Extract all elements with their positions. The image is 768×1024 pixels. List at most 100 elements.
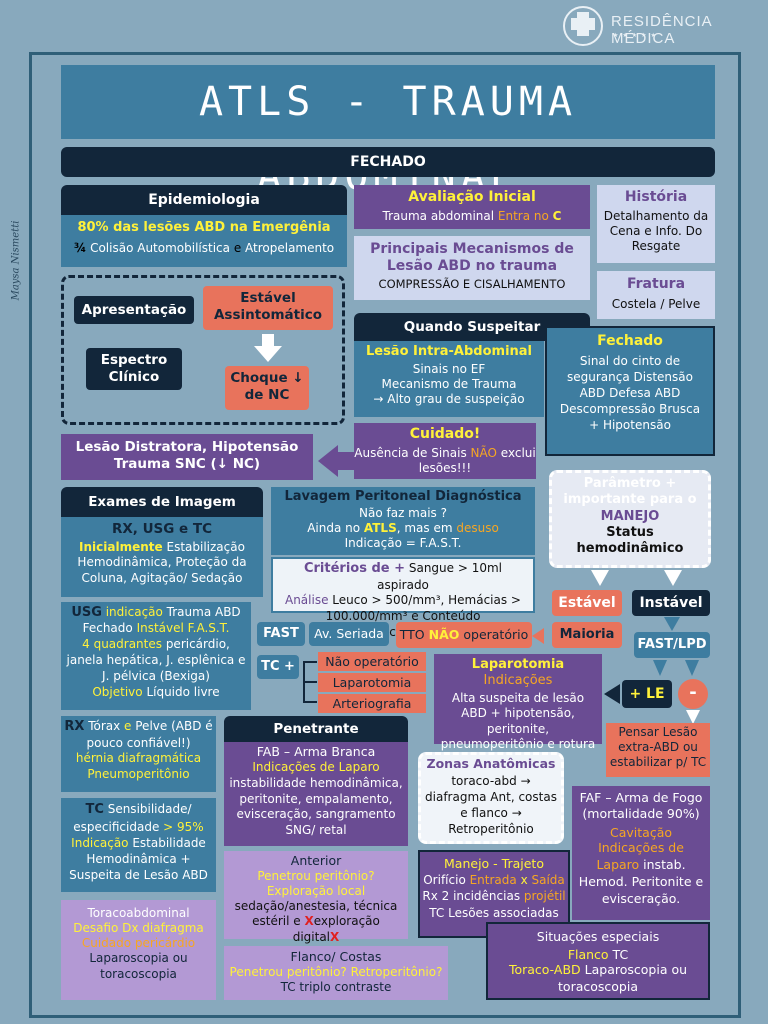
flanco-t1: Penetrou peritônio? Retroperitônio? (229, 964, 443, 979)
laparotomia-title: Laparotomia Indicações (438, 657, 598, 690)
historia-text: Detalhamento da Cena e Info. Do Resgate (603, 208, 709, 253)
lavagem-box: Lavagem Peritoneal Diagnóstica Não faz m… (271, 487, 535, 555)
flanco-t2: TC triplo contraste (280, 979, 392, 994)
situacoes-box: Situações especiais Flanco TC Toraco-ABD… (486, 922, 710, 1000)
lavagem-l2a: Ainda no (307, 521, 364, 536)
arrow-down-icon-instavel (664, 570, 682, 586)
tto-t1: TTO (399, 627, 429, 642)
lavagem-l2c: , mas em (396, 521, 457, 536)
tto-t2: NÃO (428, 627, 460, 642)
arrow-down-icon-head (254, 346, 282, 362)
arrow-left-icon (318, 445, 338, 477)
situacoes-l2: Toraco-ABD Laparoscopia ou toracoscopia (488, 962, 708, 996)
logo-stars: ★★★★★ (613, 32, 660, 39)
page-title: ATLS - TRAUMA ABDOMINAL (61, 65, 715, 199)
situacoes-l1: Flanco TC (488, 947, 708, 963)
exames-t2: Estabilização Hemodinâmica, Proteção da … (77, 539, 247, 586)
logo-circle (563, 6, 603, 46)
penetrante-header: Penetrante (224, 716, 408, 742)
tc-t3: > 95% (163, 819, 204, 834)
tc-plus-box: TC + (257, 655, 299, 679)
avaliacao-t1: Trauma abdominal (382, 208, 498, 223)
manejo-t3: x (516, 872, 532, 887)
anterior-t3: sedação/anestesia, técnica estéril e (234, 898, 398, 929)
logo-text: RESIDÊNCIA MÉDICA (611, 13, 712, 47)
situacoes-t4: Laparoscopia ou toracoscopia (558, 962, 688, 995)
distratora-box: Lesão Distratora, Hipotensão Trauma SNC … (61, 434, 313, 480)
fratura-text: Costela / Pelve (611, 296, 701, 311)
cuidado-t3: exclui lesões!!! (418, 445, 536, 475)
rx-t6: hérnia diafragmática (75, 751, 202, 766)
epi-text-a: Colisão Automobilística (86, 241, 234, 256)
zonas-text: toraco-abd → diafragma Ant, costas e fla… (425, 773, 557, 837)
faf-t3: instab. Hemod. Peritonite e evisceração. (578, 857, 704, 906)
manejo-t4: Saída (531, 872, 565, 887)
fast-box: FAST (257, 622, 305, 646)
toraco-t1: Toracoabdominal (87, 906, 190, 920)
toraco-t2: Desafio Dx diafragma (73, 921, 204, 935)
anterior-t5: exploração digital (292, 914, 380, 944)
anterior-title: Anterior (290, 853, 342, 868)
plus-le-box: + LE (622, 680, 672, 708)
cuidado-text: Ausência de Sinais NÃO exclui lesões!!! (354, 446, 536, 476)
arrow-down-icon (262, 334, 274, 346)
epidemiologia-line1: 80% das lesões ABD na Emergênia (77, 220, 331, 235)
laparotomia-box: Laparotomia Indicações Alta suspeita de … (434, 654, 602, 767)
flanco-title: Flanco/ Costas (290, 949, 382, 964)
avaliacao-title: Avaliação Inicial (408, 189, 536, 205)
minus-circle: - (678, 679, 708, 709)
anterior-t6: X (330, 929, 340, 944)
toraco-box: Toracoabdominal Desafio Dx diafragma Cui… (61, 900, 216, 1000)
parametro-l4: Status hemodinâmico (576, 524, 684, 556)
criterios-t2: Análise (284, 593, 329, 608)
lavagem-l1: Não faz mais ? (359, 506, 447, 521)
lavagem-l2: Ainda no ATLS, mas em desuso (271, 521, 535, 536)
section-fechado: FECHADO (61, 147, 715, 177)
rx-t5: (ABD é pouco confiável!) (86, 719, 213, 750)
apresentacao-label: Apresentação (74, 296, 194, 324)
usg-t7: Objetivo (92, 685, 143, 700)
pensar-box: Pensar Lesão extra-ABD ou estabilizar p/… (606, 723, 710, 777)
estavel-box: Estável (552, 590, 622, 616)
exames-box: RX, USG e TC Inicialmente Estabilização … (61, 517, 263, 597)
arrow-down-icon-le (653, 660, 667, 676)
avaliacao-t2: Entra no (497, 208, 553, 223)
situacoes-t2: TC (608, 946, 629, 962)
fab-t2: instabilidade hemodinâmica, peritonite, … (229, 775, 403, 838)
fechado-title: Fechado (597, 333, 663, 349)
manejo-t2: Entrada (469, 872, 517, 887)
usg-t4: Instável F.A.S.T. (136, 621, 230, 636)
faf-box: FAF – Arma de Fogo (mortalidade 90%) Cav… (572, 786, 710, 920)
signature-text: Maysa Nismetti (10, 220, 22, 301)
mecanismos-text: COMPRESSÃO E CISALHAMENTO (378, 276, 566, 291)
faf-t2: Indicações de Laparo (596, 840, 684, 872)
espectro-clinico: Espectro Clínico (86, 348, 182, 390)
quando-l3: → Alto grau de suspeição (373, 392, 525, 407)
tc-text: TC Sensibilidade/ especificidade > 95% In… (64, 801, 213, 883)
av-seriada-box: Av. Seriada (309, 622, 389, 646)
fab-title: FAB – Arma Branca (256, 744, 376, 759)
epi-text-b: e (233, 241, 242, 256)
arrow-down-icon-minus (685, 660, 699, 676)
mecanismos-title: Principais Mecanismos de Lesão ABD no tr… (370, 241, 574, 274)
usg-box: USG indicação Trauma ABD Fechado Instáve… (61, 602, 251, 710)
quando-l2: Mecanismo de Trauma (381, 377, 517, 392)
laparotomia-t1: Laparotomia (471, 657, 565, 672)
anterior-t1: Penetrou peritônio? (257, 868, 375, 883)
rx-t2: Tórax (84, 719, 121, 733)
tc-t4: Indicação (71, 835, 129, 850)
tto-box: TTO NÃO operatório (396, 622, 532, 648)
signature: Maysa Nismetti (4, 215, 28, 315)
rx-box: RX Tórax e Pelve (ABD é pouco confiável!… (61, 716, 216, 792)
situacoes-title: Situações especiais (536, 929, 660, 944)
fab-t1: Indicações de Laparo (252, 759, 380, 774)
fechado-text: Sinal do cinto de segurança Distensão AB… (559, 353, 701, 433)
arrow-down-icon-estavel (591, 570, 609, 586)
manejo-title: Manejo - Trajeto (444, 856, 544, 871)
tc-t1: TC (85, 802, 104, 817)
tc-t2: Sensibilidade/ especificidade (73, 802, 192, 834)
frac: ¾ (73, 241, 87, 256)
medical-cross-icon-bar (571, 18, 595, 30)
historia-title: História (624, 189, 688, 205)
